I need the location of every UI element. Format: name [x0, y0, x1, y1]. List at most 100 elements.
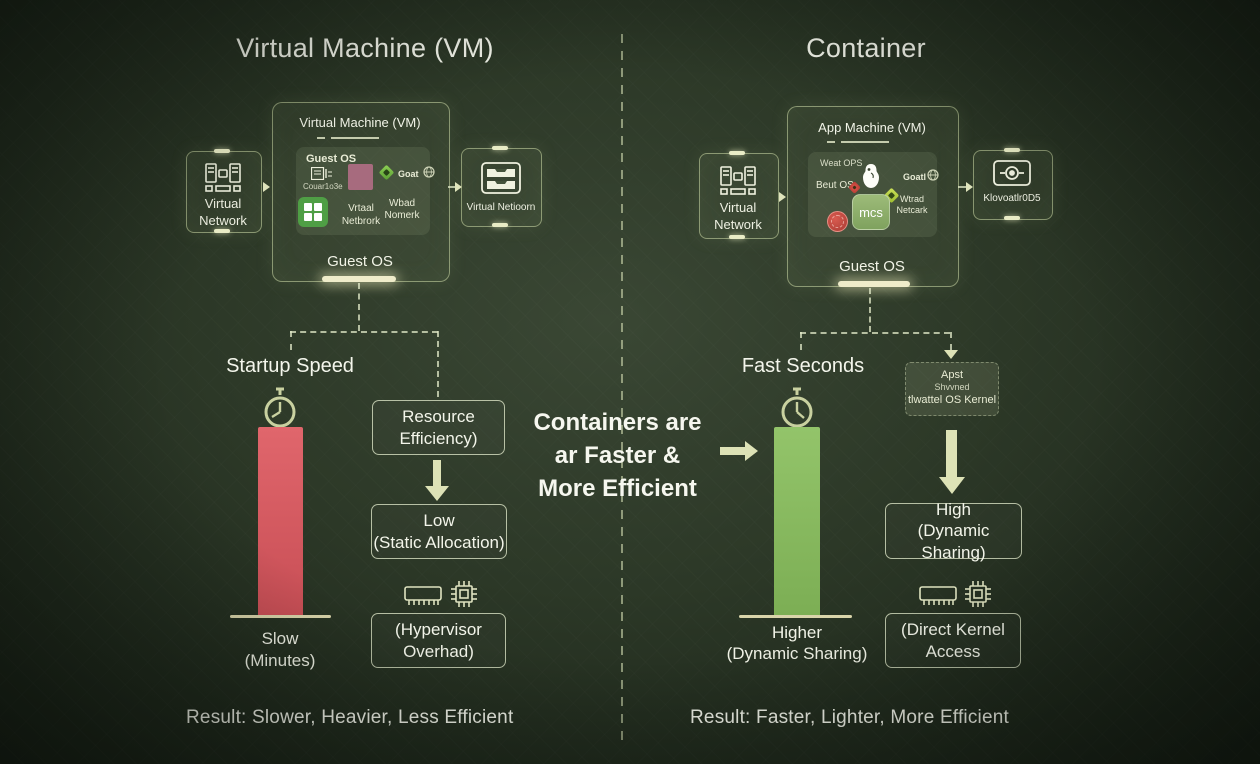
hypervisor-line1: (Hypervisor — [395, 620, 482, 640]
os-badge-caption: Couar1o3e — [303, 182, 343, 191]
connector-dashed — [800, 332, 950, 334]
center-claim-line3: More Efficient — [538, 475, 697, 502]
slow-label-line2: (Minutes) — [244, 651, 316, 670]
apst-line2: Shvvned — [934, 382, 970, 392]
guest-os-top-label: Guest OS — [306, 153, 357, 165]
tick — [214, 229, 230, 233]
container-main-box-title: App Machine (VM) — [818, 120, 926, 135]
wbad-label-line2: Nomerk — [384, 210, 420, 221]
high-sharing-box: High (Dynamic Sharing) — [885, 500, 1022, 562]
connector-dashed — [800, 332, 802, 350]
container-guest-os-footer: Guest OS — [839, 258, 905, 275]
cpu-icon — [965, 581, 991, 607]
container-network-label-line1: Virtual — [719, 200, 757, 215]
os-badge-icon — [311, 167, 332, 180]
vm-main-box-title: Virtual Machine (VM) — [299, 115, 421, 130]
container-device-label: Klovoatlr0D5 — [983, 193, 1041, 204]
center-right-arrow-shaft — [720, 447, 745, 455]
globe-icon — [927, 169, 939, 181]
direct-line1: (Direct Kernel — [901, 620, 1005, 640]
down-arrow-shaft — [433, 460, 441, 487]
cpu-icon — [451, 581, 477, 607]
vnet-label-line1: Vrtaal — [348, 203, 374, 214]
vm-network-label-line2: Network — [199, 213, 247, 228]
ram-icon — [404, 586, 442, 605]
center-divider — [621, 34, 623, 748]
tick — [729, 151, 745, 155]
direct-line2: Access — [925, 641, 981, 661]
vm-box-bottom-glow — [322, 276, 396, 282]
container-box-bottom-glow — [838, 281, 910, 287]
hypervisor-line2: Overhad) — [403, 641, 474, 661]
mcs-label: mcs — [859, 204, 883, 220]
hypervisor-overhead-box: (Hypervisor Overhad) — [371, 613, 506, 668]
connector-dashed — [437, 331, 439, 397]
red-badge-icon — [827, 211, 848, 232]
low-line2: (Static Allocation) — [373, 532, 505, 552]
connector-dashed — [290, 331, 438, 333]
apst-line3: tlwattel OS Kernel — [907, 394, 997, 406]
mauve-square — [348, 164, 373, 190]
windows-logo-icon — [298, 197, 328, 227]
connector-arrow — [966, 182, 973, 192]
wtrad-label-line1: Wtrad — [899, 194, 924, 204]
vm-main-box — [272, 102, 450, 282]
vnet-label-line2: Netbrork — [341, 216, 381, 227]
tick — [729, 235, 745, 239]
connector-dashed — [869, 288, 871, 332]
center-right-arrow-head — [745, 441, 758, 461]
tick — [492, 146, 508, 150]
tick — [1004, 148, 1020, 152]
slow-bar-baseline — [230, 615, 331, 618]
wbad-label-line1: Wbad — [388, 198, 416, 209]
apst-line1: Apst — [940, 369, 963, 381]
higher-label-line2: (Dynamic Sharing) — [726, 644, 868, 663]
higher-bar-baseline — [739, 615, 852, 618]
resource-line1: Resource — [402, 407, 475, 427]
high-line2: (Dynamic Sharing) — [917, 521, 990, 562]
direct-kernel-box: (Direct Kernel Access — [885, 613, 1021, 668]
down-arrow-head — [939, 477, 965, 494]
connector-arrow — [779, 192, 786, 202]
down-arrow-shaft — [946, 430, 957, 478]
left-column-title: Virtual Machine (VM) — [236, 33, 494, 63]
apst-arrowhead — [944, 350, 958, 359]
title-underline — [841, 141, 889, 143]
down-arrow-head — [425, 486, 449, 501]
vm-network-label-line1: Virtual — [204, 196, 242, 211]
title-underline-dash — [827, 141, 835, 143]
weat-ops-label: Weat OPS — [820, 158, 863, 168]
connector-arrow — [263, 182, 270, 192]
slow-label-line1: Slow — [261, 629, 299, 648]
wtrad-label-line2: Netcark — [896, 205, 928, 215]
right-column-title: Container — [806, 33, 926, 63]
globe-icon — [423, 166, 435, 178]
tick — [1004, 216, 1020, 220]
tick — [214, 149, 230, 153]
connector-dashed — [290, 331, 292, 350]
figure-icon — [863, 164, 879, 188]
title-underline-dash — [317, 137, 325, 139]
center-claim-line1: Containers are — [533, 409, 702, 436]
apst-kernel-box: Apst Shvvned tlwattel OS Kernel — [905, 362, 999, 416]
high-line1: High — [936, 500, 971, 520]
connector-dash — [958, 186, 966, 188]
goatl-label: Goatl — [903, 172, 927, 182]
goat-label: Goat — [398, 169, 419, 179]
ram-icon — [919, 586, 957, 605]
left-result-text: Result: Slower, Heavier, Less Efficient — [186, 707, 514, 728]
title-underline — [331, 137, 379, 139]
beut-os-label: Beut OS — [816, 180, 854, 191]
higher-bar — [774, 427, 820, 617]
startup-speed-label: Startup Speed — [226, 355, 354, 377]
right-result-text: Result: Faster, Lighter, More Efficient — [690, 707, 1009, 728]
vm-netioorn-label: Virtual Netioorn — [466, 202, 536, 213]
connector-dashed — [358, 283, 360, 331]
server-rack-icon — [720, 166, 756, 195]
connector-arrow — [455, 182, 462, 192]
storage-tray-icon — [481, 162, 521, 194]
container-network-label-line2: Network — [714, 217, 762, 232]
mcs-box: mcs — [852, 194, 890, 230]
server-rack-icon — [205, 163, 241, 192]
